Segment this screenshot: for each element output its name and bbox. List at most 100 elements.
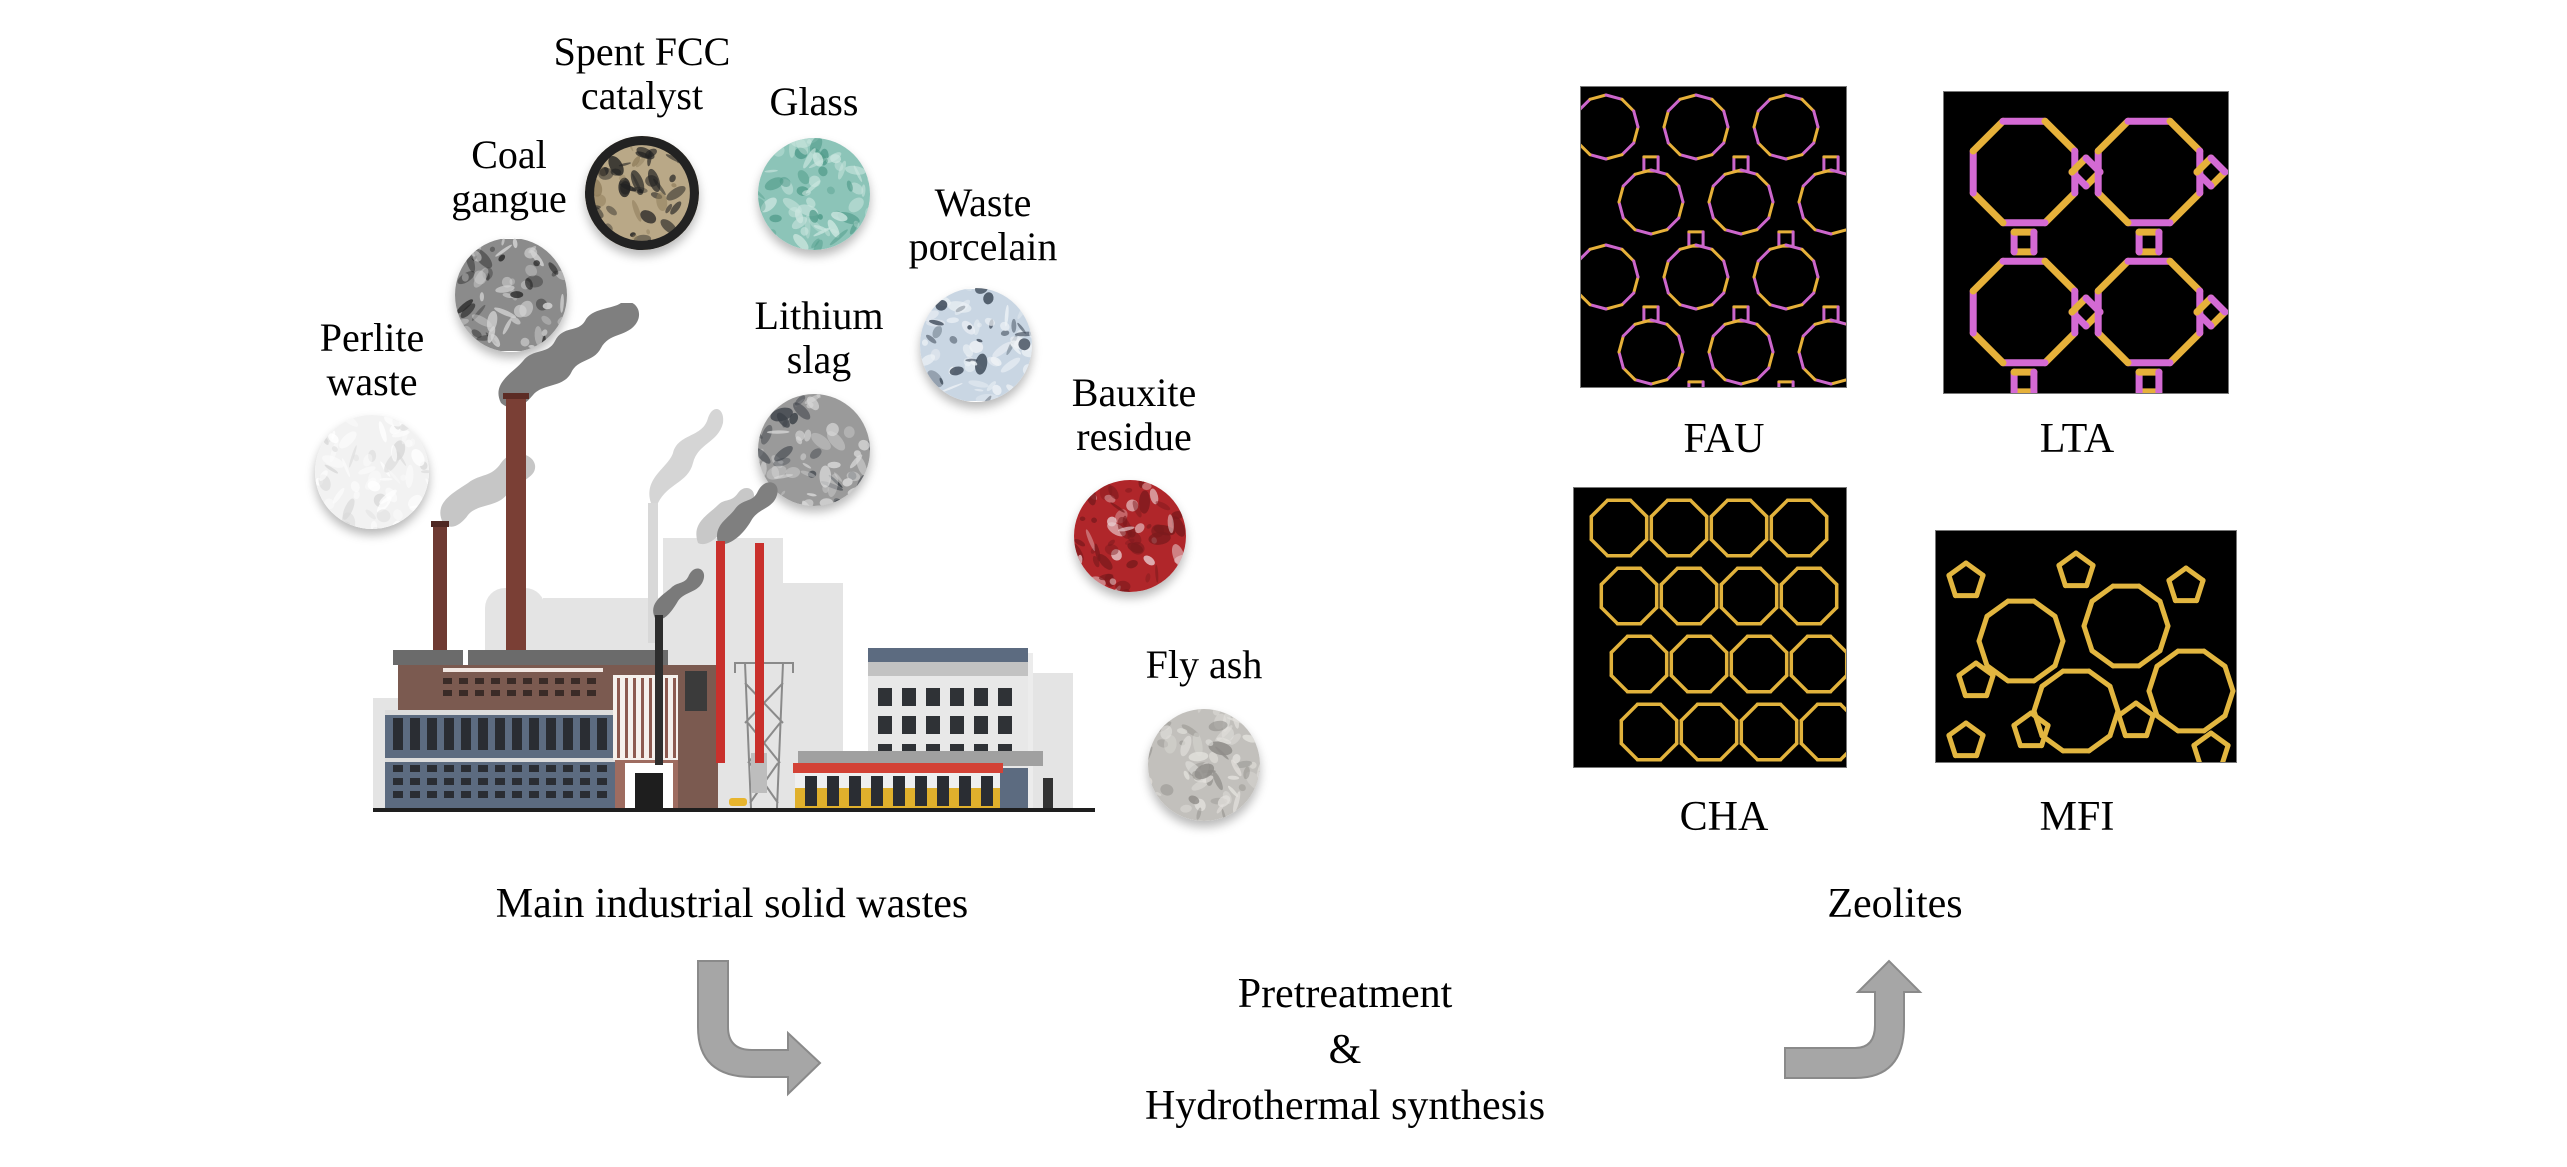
texture-speck [929, 319, 944, 326]
texture-speck [1227, 785, 1239, 798]
framework-bond [1779, 566, 1800, 587]
texture-speck [409, 438, 416, 447]
framework-bond [1812, 259, 1820, 279]
framework-bond [2183, 565, 2206, 583]
framework-bond [2194, 577, 2206, 604]
framework-bond [1659, 605, 1680, 626]
framework-bond [1707, 184, 1715, 204]
texture-speck [1256, 771, 1260, 782]
texture-speck [400, 474, 407, 481]
framework-bond [1588, 93, 1608, 101]
framework-bond [2041, 189, 2079, 227]
framework-bond [1719, 566, 1740, 587]
process-ampersand: & [1328, 1027, 1362, 1073]
framework-bond [1756, 97, 1772, 113]
framework-bond [1800, 141, 1816, 157]
texture-speck [479, 292, 485, 302]
framework-bond [1778, 702, 1799, 723]
framework-bond [2031, 663, 2058, 684]
window [427, 765, 437, 772]
framework-bond [1768, 243, 1788, 251]
framework-bond [1666, 141, 1682, 157]
framework-bond [1621, 322, 1637, 338]
framework-bond [1658, 702, 1679, 723]
left-factory-building [385, 650, 718, 808]
texture-speck [353, 454, 360, 462]
cha-framework [1589, 498, 1846, 762]
texture-speck [370, 520, 378, 529]
framework-bond [1723, 318, 1743, 326]
texture-speck [632, 234, 638, 241]
framework-bond [1767, 350, 1775, 370]
texture-speck [542, 302, 553, 310]
framework-bond [1969, 189, 2007, 227]
framework-bond [1632, 109, 1640, 129]
framework-bond [1677, 200, 1685, 220]
texture-speck [793, 234, 809, 250]
texture-speck [1249, 761, 1257, 769]
texture-speck [955, 305, 966, 313]
texture-speck [819, 465, 832, 488]
texture-speck [405, 464, 414, 488]
texture-speck [528, 344, 535, 349]
texture-speck [1216, 804, 1224, 814]
texture-speck [811, 432, 831, 450]
texture-speck [1205, 739, 1214, 746]
texture-speck [495, 285, 515, 293]
texture-speck [1148, 531, 1171, 545]
framework-bond [1813, 168, 1833, 176]
texture-speck [777, 460, 784, 464]
texture-speck [541, 315, 552, 325]
window [974, 716, 988, 734]
texture-speck [782, 197, 802, 213]
texture-speck [977, 322, 982, 328]
texture-speck [559, 248, 567, 263]
framework-bond [2081, 623, 2095, 654]
texture-speck [606, 205, 617, 216]
framework-bond [1633, 318, 1653, 326]
framework-bond [2133, 700, 2156, 718]
framework-bond [1581, 97, 1592, 111]
texture-speck [817, 213, 823, 220]
sample-waste-porcelain [920, 288, 1032, 402]
framework-bond [1620, 291, 1636, 307]
window [507, 678, 516, 684]
texture-speck [973, 319, 980, 336]
window [580, 765, 590, 772]
framework-bond [1784, 153, 1804, 161]
window [495, 778, 505, 785]
texture-speck [800, 470, 816, 478]
texture-speck [363, 453, 373, 467]
framework-bond [1638, 566, 1659, 587]
texture-speck [1216, 737, 1232, 745]
framework-bond [1984, 672, 1996, 699]
texture-speck [365, 509, 376, 520]
left-building-windows [393, 678, 607, 798]
framework-bond [1638, 605, 1659, 626]
window [959, 776, 971, 806]
texture-speck [364, 477, 377, 490]
texture-speck [849, 221, 859, 235]
framework-bond [1649, 537, 1670, 558]
texture-speck [785, 466, 801, 479]
framework-bond [2220, 742, 2231, 762]
label-line: Fly ash [1145, 642, 1263, 687]
framework-bond [2084, 562, 2096, 589]
window [827, 776, 839, 806]
framework-bond [1662, 259, 1670, 279]
texture-speck [368, 449, 377, 462]
texture-speck [331, 446, 338, 453]
texture-speck [794, 147, 808, 160]
texture-speck [404, 439, 413, 448]
framework-bond [2116, 700, 2139, 718]
framework-bond [1678, 93, 1698, 101]
framework-bond [1688, 498, 1709, 519]
texture-speck [610, 168, 622, 176]
window [393, 778, 403, 785]
texture-speck [795, 138, 809, 155]
texture-speck [1217, 795, 1231, 808]
framework-bond [1694, 93, 1714, 101]
framework-bond [1707, 350, 1715, 370]
texture-speck [805, 180, 821, 194]
framework-bond [1976, 613, 1990, 644]
